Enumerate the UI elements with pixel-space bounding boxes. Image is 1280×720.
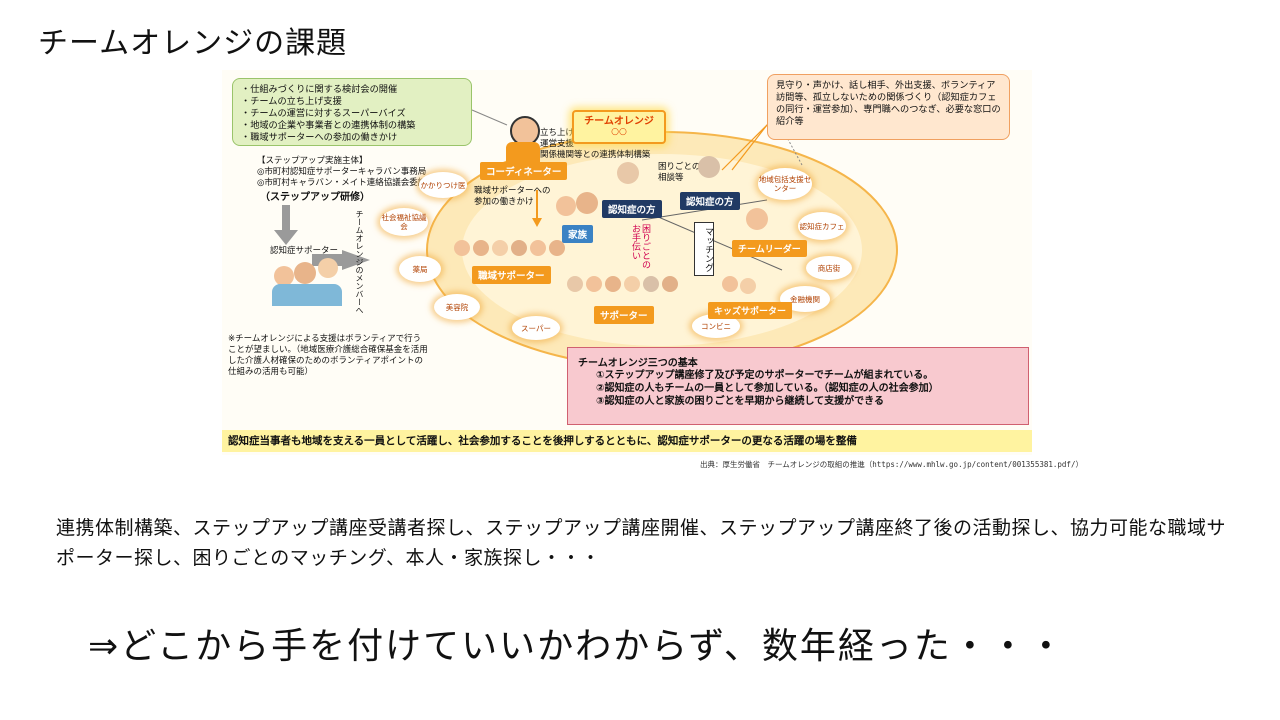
task-item: チームの運営に対するスーパーバイズ [241, 108, 463, 120]
kids-supporter-label: キッズサポーター [708, 302, 793, 319]
coordinator-note: 運営支援 [540, 139, 575, 149]
people-group-icon [272, 284, 342, 306]
workplace-supporters-icons [454, 240, 574, 262]
place-bubble-supermarket: スーパー [512, 316, 560, 340]
coordinator-person-icon [510, 116, 540, 146]
coordinator-body-icon [506, 142, 540, 162]
team-leader-person-icon [746, 208, 768, 230]
person-with-dementia-label-1: 認知症の方 [602, 200, 662, 218]
consult-line: 相談等 [658, 173, 684, 183]
elderly-person-icon [617, 162, 639, 184]
task-item: チームの立ち上げ支援 [241, 96, 463, 108]
elderly-person-icon [698, 156, 720, 178]
supporters-icons [567, 276, 687, 298]
person-icon [549, 240, 565, 256]
place-bubble-shopping-street: 商店街 [806, 256, 852, 280]
basics-box: チームオレンジ三つの基本 ①ステップアップ講座修了及び予定のサポーターでチームが… [567, 347, 1029, 425]
place-bubble-council: 社会福祉協議会 [380, 208, 428, 236]
stepup-training-label: （ステップアップ研修） [260, 192, 370, 203]
workplace-supporter-label: 職域サポーター [472, 266, 551, 284]
kid-person-icon [740, 278, 756, 294]
place-bubble-cafe: 認知症カフェ [798, 212, 846, 240]
basics-item: ③認知症の人と家族の困りごとを早期から継続して支援ができる [596, 396, 884, 407]
stepup-org-line: ◎市町村キャラバン・メイト連絡協議会委託可 [257, 178, 435, 188]
consult-line: 困りごとの [658, 162, 701, 172]
coordinator-label: コーディネーター [480, 162, 568, 180]
person-icon [294, 262, 316, 284]
help-label: 困りごとのお手伝い [630, 224, 650, 269]
support-tasks-box: 見守り・声かけ、話し相手、外出支援、ボランティア訪問等、孤立しないための関係づく… [767, 74, 1010, 140]
dementia-supporter-label: 認知症サポーター [270, 246, 339, 256]
person-with-dementia-label-2: 認知症の方 [680, 192, 740, 210]
challenge-list-text: 連携体制構築、ステップアップ講座受講者探し、ステップアップ講座開催、ステップアッ… [56, 517, 1227, 569]
volunteer-note: ※チームオレンジによる支援はボランティアで行うことが望ましい。（地域医療介護総合… [228, 334, 428, 377]
place-bubble-salon: 美容院 [434, 294, 480, 320]
coordinator-notes: 立ち上げや 運営支援 関係機関等との連携体制構築 [540, 128, 670, 161]
place-bubble-pharmacy: 薬局 [399, 256, 441, 282]
person-icon [605, 276, 621, 292]
family-person-icon [556, 196, 576, 216]
task-item: 仕組みづくりに関する検討会の開催 [241, 84, 463, 96]
bottom-banner: 認知症当事者も地域を支える一員として活躍し、社会参加することを後押しするとともに… [222, 430, 1032, 452]
team-orange-diagram: 仕組みづくりに関する検討会の開催 チームの立ち上げ支援 チームの運営に対するスー… [222, 70, 1032, 455]
slide-title: チームオレンジの課題 [38, 26, 348, 61]
person-icon [473, 240, 489, 256]
person-icon [586, 276, 602, 292]
person-icon [492, 240, 508, 256]
person-icon [624, 276, 640, 292]
person-icon [454, 240, 470, 256]
family-label: 家族 [562, 225, 594, 243]
coordinator-note: 立ち上げや [540, 128, 583, 138]
stepup-org-title: 【ステップアップ実施主体】 [257, 156, 368, 166]
to-member-label: チームオレンジのメンバーへ [355, 210, 364, 314]
basics-title: チームオレンジ三つの基本 [578, 358, 698, 369]
task-item: 職域サポーターへの参加の働きかけ [241, 132, 463, 144]
person-icon [318, 258, 338, 278]
person-icon [530, 240, 546, 256]
team-leader-label: チームリーダー [732, 240, 807, 257]
family-person-icon [576, 192, 598, 214]
outreach-line: 職域サポーターへの [474, 186, 551, 196]
support-tasks-text: 見守り・声かけ、話し相手、外出支援、ボランティア訪問等、孤立しないための関係づく… [776, 80, 1001, 127]
place-bubble-clinic: かかりつけ医 [419, 172, 467, 198]
conclusion-text: ⇒どこから手を付けていいかわからず、数年経った・・・ [88, 626, 1066, 667]
person-icon [274, 266, 294, 286]
person-icon [643, 276, 659, 292]
supporter-label: サポーター [594, 306, 654, 324]
task-item: 地域の企業や事業者との連携体制の構築 [241, 120, 463, 132]
team-orange-title-box: チームオレンジ ○○ [572, 110, 666, 144]
matching-box: マッチング [694, 222, 714, 276]
kid-person-icon [722, 276, 738, 292]
stepup-org-line: ◎市町村認知症サポーターキャラバン事務局 [257, 167, 427, 177]
coordinator-tasks-box: 仕組みづくりに関する検討会の開催 チームの立ち上げ支援 チームの運営に対するスー… [232, 78, 472, 146]
person-icon [511, 240, 527, 256]
stepup-org: 【ステップアップ実施主体】 ◎市町村認知症サポーターキャラバン事務局 ◎市町村キ… [257, 156, 447, 189]
person-icon [567, 276, 583, 292]
outreach-line: 参加の働きかけ [474, 197, 534, 207]
basics-item: ②認知症の人もチームの一員として参加している。（認知症の人の社会参加） [596, 383, 939, 394]
person-icon [662, 276, 678, 292]
team-orange-subtitle: ○○ [611, 127, 627, 137]
place-bubble-center: 地域包括支援センター [758, 168, 812, 200]
coordinator-note: 関係機関等との連携体制構築 [540, 150, 651, 160]
basics-item: ①ステップアップ講座修了及び予定のサポーターでチームが組まれている。 [596, 370, 934, 381]
workplace-outreach-note: 職域サポーターへの 参加の働きかけ [474, 186, 584, 208]
consult-note: 困りごとの 相談等 [658, 162, 700, 184]
source-citation: 出典：厚生労働省 チームオレンジの取組の推進（https://www.mhlw.… [700, 460, 1083, 469]
team-orange-title: チームオレンジ [584, 116, 654, 127]
